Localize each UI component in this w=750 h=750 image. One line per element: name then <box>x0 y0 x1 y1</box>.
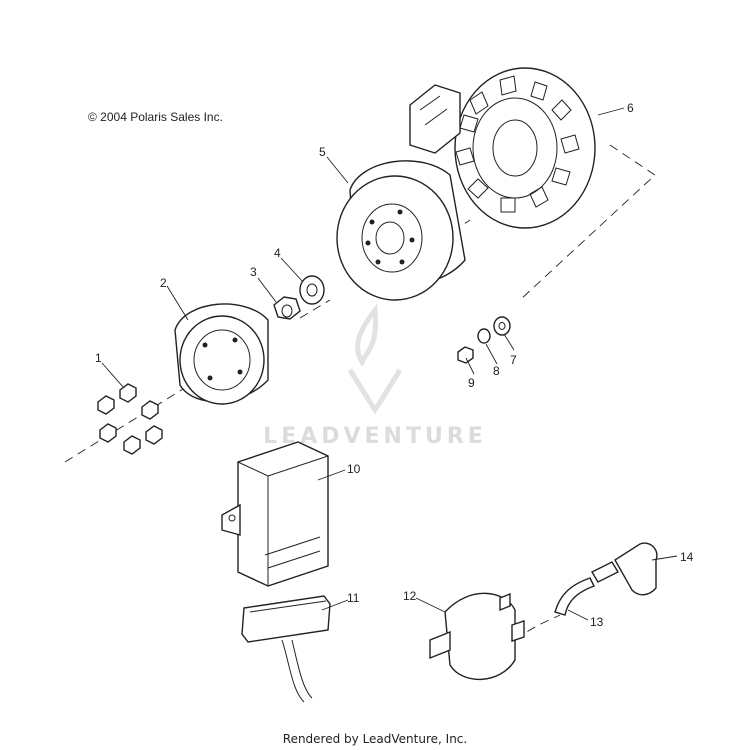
callout-8: 8 <box>493 364 500 378</box>
callout-3: 3 <box>250 265 257 279</box>
screw-9 <box>457 346 474 364</box>
watermark-flame-icon <box>347 303 403 415</box>
callout-2: 2 <box>160 276 167 290</box>
callout-12: 12 <box>403 589 417 603</box>
callout-11: 11 <box>347 591 360 605</box>
cdi-box <box>221 441 329 587</box>
washer-4 <box>299 275 325 305</box>
copyright-text: © 2004 Polaris Sales Inc. <box>88 110 223 124</box>
stator <box>409 67 596 229</box>
callout-13: 13 <box>590 615 604 629</box>
callout-14: 14 <box>680 550 694 564</box>
rotor-cup <box>174 303 269 405</box>
connector <box>241 595 331 703</box>
callout-1: 1 <box>95 351 102 365</box>
ignition-coil <box>429 592 525 681</box>
washer-7 <box>493 316 511 336</box>
spark-plug-wire <box>554 577 595 616</box>
footer-credit: Rendered by LeadVenture, Inc. <box>282 732 468 746</box>
nut-3 <box>273 296 301 320</box>
callout-7: 7 <box>510 353 517 367</box>
bolts-1 <box>97 383 163 455</box>
callout-9: 9 <box>468 376 475 390</box>
callout-6: 6 <box>627 101 634 115</box>
callout-4: 4 <box>274 246 281 260</box>
spark-plug-cap <box>591 542 658 596</box>
lock-washer-8 <box>477 328 491 344</box>
callout-10: 10 <box>347 462 361 476</box>
stator-screw-guide <box>519 144 656 301</box>
leader-lines <box>101 107 678 621</box>
callout-5: 5 <box>319 145 326 159</box>
flywheel <box>336 160 466 301</box>
